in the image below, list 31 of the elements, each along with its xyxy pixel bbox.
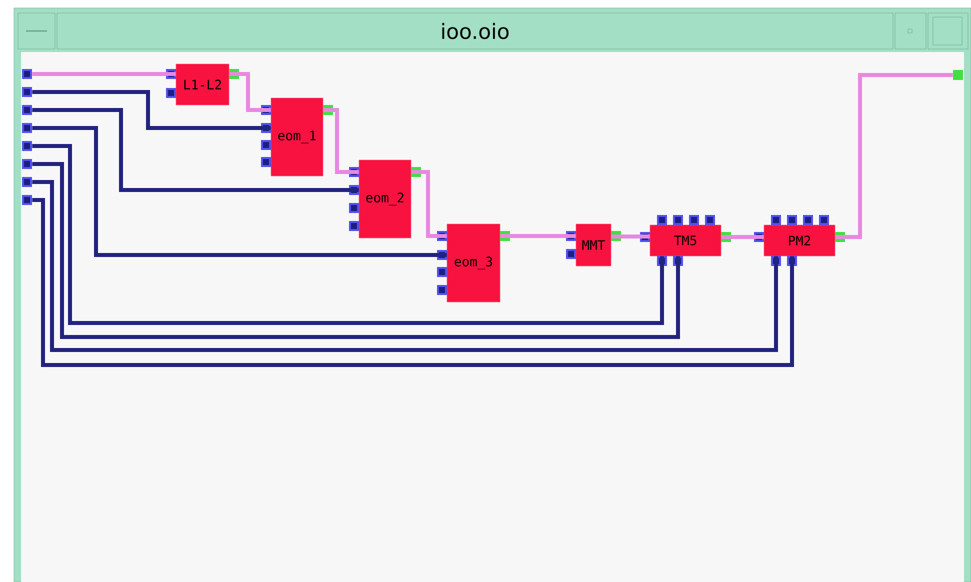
port-square bbox=[22, 159, 32, 169]
wire bbox=[229, 72, 271, 112]
block: eom_3 bbox=[437, 224, 510, 302]
wire bbox=[721, 235, 764, 239]
block: TM5 bbox=[640, 215, 731, 266]
block: MMT bbox=[566, 224, 621, 266]
wire bbox=[32, 90, 271, 130]
wire bbox=[611, 234, 650, 238]
wire bbox=[32, 162, 680, 339]
port-square bbox=[22, 141, 32, 151]
port-square bbox=[22, 123, 32, 133]
port-square bbox=[22, 105, 32, 115]
wire bbox=[32, 72, 176, 76]
block: eom_2 bbox=[349, 160, 421, 238]
block: eom_1 bbox=[261, 98, 333, 176]
wire bbox=[323, 108, 359, 174]
wire bbox=[835, 73, 953, 239]
port-square bbox=[22, 177, 32, 187]
wire bbox=[32, 180, 778, 352]
port-square bbox=[22, 87, 32, 97]
wire bbox=[32, 126, 447, 257]
port-square bbox=[22, 69, 32, 79]
wire bbox=[32, 198, 794, 367]
block: L1-L2 bbox=[166, 64, 239, 106]
wire bbox=[32, 144, 664, 325]
wire bbox=[500, 234, 576, 238]
block: PM2 bbox=[754, 215, 845, 266]
wire bbox=[32, 108, 359, 192]
port-square bbox=[22, 195, 32, 205]
port-square bbox=[953, 70, 963, 80]
wire bbox=[411, 170, 447, 238]
